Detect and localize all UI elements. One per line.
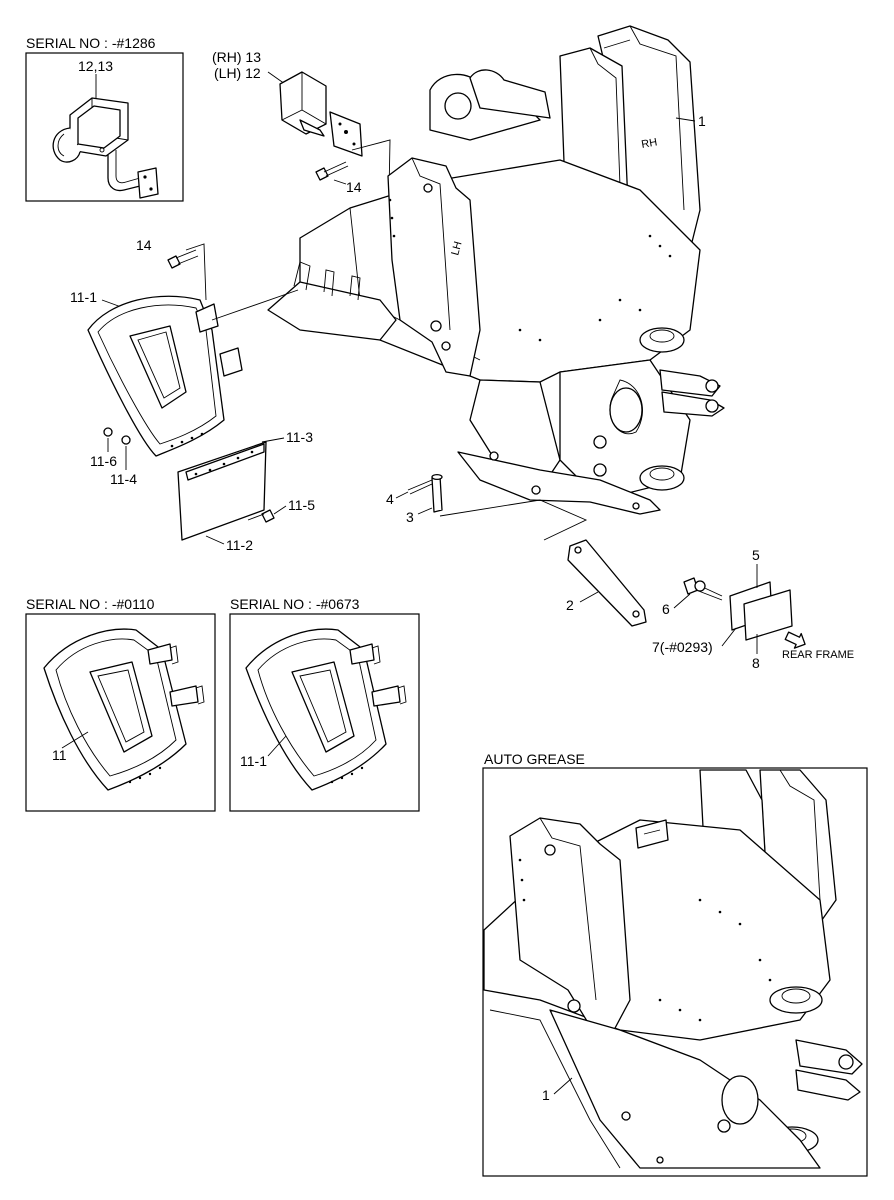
- inset-label-1-grease: 1: [542, 1087, 550, 1103]
- inset-title-0673: SERIAL NO : -#0673: [230, 596, 360, 612]
- step-11-1-main: [87, 289, 299, 457]
- step-11-1-drawing: [245, 628, 407, 791]
- inset-title-1286: SERIAL NO : -#1286: [26, 35, 156, 51]
- plates-5-8: [683, 577, 793, 641]
- step-11-drawing: [43, 628, 205, 791]
- rh-mark: RH: [640, 136, 658, 151]
- step-bracket-part: [279, 71, 363, 157]
- inset-frame-auto-grease: [482, 767, 868, 1177]
- rear-frame-arrow-icon: [784, 631, 806, 649]
- label-1-main: 1: [698, 113, 706, 129]
- inset-frame-0673: [229, 613, 420, 812]
- label-14-top: 14: [346, 179, 362, 195]
- label-3: 3: [406, 509, 414, 525]
- rear-frame-label: REAR FRAME: [782, 649, 854, 661]
- step-bracket-drawing: [52, 97, 159, 199]
- inset-serial-0110: SERIAL NO : -#0110 11: [25, 596, 216, 812]
- mudflap-11-2: [177, 441, 267, 541]
- label-11-1-main: 11-1: [70, 289, 97, 305]
- label-7: 7(-#0293): [652, 639, 713, 655]
- bolt-14-top: [315, 161, 349, 181]
- label-2: 2: [566, 597, 574, 613]
- label-rh13: (RH) 13: [212, 49, 261, 65]
- bolt-6: [683, 577, 723, 601]
- inset-label-12-13: 12,13: [78, 58, 113, 74]
- label-14-left: 14: [136, 237, 152, 253]
- main-frame-drawing: RH LH: [267, 25, 725, 515]
- bolt-14-left: [167, 249, 199, 269]
- label-11-5: 11-5: [288, 497, 315, 513]
- inset-label-11: 11: [52, 747, 67, 763]
- inset-title-auto-grease: AUTO GREASE: [484, 751, 585, 767]
- nut-11-6: [103, 427, 131, 445]
- pin-3-4: [407, 473, 443, 513]
- label-8: 8: [752, 655, 760, 671]
- inset-title-0110: SERIAL NO : -#0110: [26, 596, 155, 612]
- link-2: [567, 539, 647, 627]
- label-11-2: 11-2: [226, 537, 253, 553]
- inset-auto-grease: AUTO GREASE: [482, 751, 868, 1177]
- inset-serial-1286: SERIAL NO : -#1286 12,13: [25, 35, 184, 202]
- inset-label-11-1: 11-1: [240, 753, 267, 769]
- label-11-3: 11-3: [286, 429, 313, 445]
- inset-serial-0673: SERIAL NO : -#0673 11-1: [229, 596, 420, 812]
- auto-grease-frame-drawing: [483, 769, 863, 1169]
- label-4: 4: [386, 491, 394, 507]
- label-11-4: 11-4: [110, 471, 137, 487]
- label-5: 5: [752, 547, 760, 563]
- lh-mark: LH: [449, 240, 464, 257]
- label-6: 6: [662, 601, 670, 617]
- inset-frame-0110: [25, 613, 216, 812]
- label-11-6: 11-6: [90, 453, 117, 469]
- inset-frame-1286: [25, 52, 184, 202]
- label-lh12: (LH) 12: [214, 65, 261, 81]
- bolt-11-5: [247, 509, 275, 523]
